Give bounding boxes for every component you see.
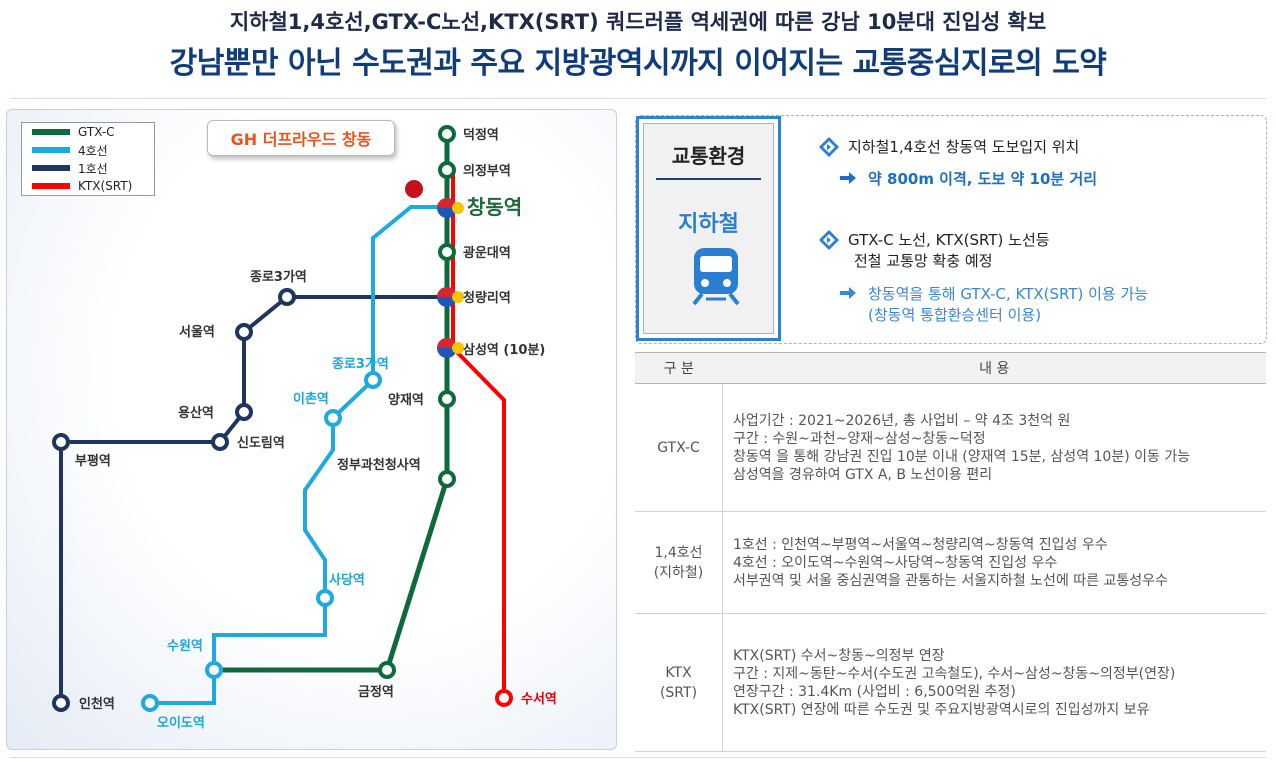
station-yangjae bbox=[438, 390, 456, 408]
row-content: 1호선 : 인천역~부평역~서울역~청량리역~창동역 진입성 우수 4호선 : … bbox=[722, 511, 1266, 614]
card-subtitle: 지하철 bbox=[678, 212, 739, 237]
sub-walk-distance: 약 800m 이격, 도보 약 10분 거리 bbox=[840, 168, 1097, 189]
station-incheon bbox=[52, 694, 70, 712]
table-row: KTX (SRT) KTX(SRT) 수서~창동~의정부 연장 구간 : 지제~… bbox=[635, 613, 1266, 752]
label-bupyeong: 부평역 bbox=[75, 453, 111, 469]
legend-item-line1: 1호선 bbox=[22, 159, 154, 177]
row-content: 사업기간 : 2021~2026년, 총 사업비 – 약 4조 3천억 원 구간… bbox=[722, 383, 1266, 512]
label-changdong: 창동역 bbox=[467, 195, 522, 219]
label-yangjae: 양재역 bbox=[388, 392, 424, 408]
transit-table: 구 분 내 용 GTX-C 사업기간 : 2021~2026년, 총 사업비 –… bbox=[635, 352, 1266, 752]
row-category: GTX-C bbox=[635, 383, 723, 512]
label-ichon: 이촌역 bbox=[293, 391, 329, 407]
label-sindorim: 신도림역 bbox=[237, 435, 285, 451]
diamond-arrow-icon bbox=[819, 230, 839, 250]
subway-map: 덕정역 의정부역 창동역 광운대역 청량리역 삼성역 (10분) 양재역 정부과… bbox=[6, 109, 617, 750]
legend-item-gtx-c: GTX-C bbox=[22, 123, 154, 141]
top-divider bbox=[10, 98, 1266, 99]
site-marker bbox=[405, 180, 423, 198]
label-gwacheon: 정부과천청사역 bbox=[337, 457, 421, 473]
sub-transfer: 창동역을 통해 GTX-C, KTX(SRT) 이용 가능 (창동역 통합환승센… bbox=[840, 283, 1148, 325]
station-bupyeong bbox=[52, 433, 70, 451]
table-header: 구 분 내 용 bbox=[635, 352, 1266, 384]
label-jongno3-line4: 종로3가역 bbox=[332, 356, 389, 372]
row-category: 1,4호선 (지하철) bbox=[635, 511, 723, 614]
label-samseong: 삼성역 (10분) bbox=[463, 342, 545, 358]
ktx-route bbox=[451, 170, 506, 698]
station-sadang bbox=[316, 589, 334, 607]
label-seoul: 서울역 bbox=[179, 324, 215, 340]
headline-main: 강남뿐만 아닌 수도권과 주요 지방광역시까지 이어지는 교통중심지로의 도약 bbox=[169, 46, 1107, 81]
label-jongno3-line1: 종로3가역 bbox=[250, 269, 307, 285]
station-gwacheon bbox=[438, 470, 456, 488]
card-divider bbox=[656, 178, 761, 180]
station-uijeongbu bbox=[438, 161, 456, 179]
label-deokjeong: 덕정역 bbox=[463, 127, 499, 143]
bullet-walk: 지하철1,4호선 창동역 도보입지 위치 bbox=[818, 136, 1079, 158]
label-suwon: 수원역 bbox=[167, 638, 203, 654]
table-row: GTX-C 사업기간 : 2021~2026년, 총 사업비 – 약 4조 3천… bbox=[635, 383, 1266, 512]
station-seoul bbox=[235, 323, 253, 341]
header-category: 구 분 bbox=[635, 352, 723, 384]
station-oido bbox=[141, 694, 159, 712]
station-suseo bbox=[495, 689, 513, 707]
station-yongsan bbox=[235, 403, 253, 421]
station-jongno3-line4 bbox=[364, 371, 382, 389]
label-incheon: 인천역 bbox=[79, 696, 115, 712]
label-yongsan: 용산역 bbox=[178, 405, 214, 421]
label-cheongnyangni: 청량리역 bbox=[463, 290, 511, 306]
station-cheongnyangni bbox=[437, 287, 464, 307]
label-uijeongbu: 의정부역 bbox=[463, 163, 511, 179]
label-oido: 오이도역 bbox=[157, 715, 205, 731]
arrow-right-icon bbox=[840, 287, 856, 299]
station-suwon bbox=[205, 661, 223, 679]
transit-panel: 교통환경 지하철 지하철1,4호선 창동역 도보입지 위치 약 800m bbox=[635, 115, 1267, 344]
headline-top: 지하철1,4호선,GTX-C노선,KTX(SRT) 쿼드러플 역세권에 따른 강… bbox=[229, 10, 1047, 34]
legend-item-line4: 4호선 bbox=[22, 141, 154, 159]
train-icon bbox=[692, 248, 740, 306]
header-content: 내 용 bbox=[722, 352, 1266, 384]
station-ichon bbox=[324, 409, 342, 427]
label-suseo: 수서역 bbox=[521, 691, 557, 707]
route-diagram: 덕정역 의정부역 창동역 광운대역 청량리역 삼성역 (10분) 양재역 정부과… bbox=[52, 125, 557, 731]
line1-route bbox=[59, 295, 448, 703]
station-sindorim bbox=[211, 433, 229, 451]
bullet-expansion: GTX-C 노선, KTX(SRT) 노선등 전철 교통망 확충 예정 bbox=[818, 229, 1050, 271]
line4-route bbox=[150, 205, 446, 705]
arrow-right-icon bbox=[840, 172, 856, 184]
map-legend: GTX-C 4호선 1호선 KTX(SRT) bbox=[21, 122, 155, 196]
site-callout: GH 더프라우드 창동 bbox=[207, 120, 395, 156]
label-sadang: 사당역 bbox=[329, 572, 365, 588]
station-changdong bbox=[437, 198, 464, 218]
row-category: KTX (SRT) bbox=[635, 613, 723, 752]
station-samseong bbox=[437, 338, 464, 358]
station-jongno3-line1 bbox=[278, 288, 296, 306]
station-deokjeong bbox=[438, 125, 456, 143]
transit-card: 교통환경 지하철 bbox=[636, 116, 781, 341]
legend-item-ktx: KTX(SRT) bbox=[22, 177, 154, 195]
label-gwangun: 광운대역 bbox=[463, 245, 511, 261]
bottom-divider bbox=[10, 757, 1266, 758]
table-row: 1,4호선 (지하철) 1호선 : 인천역~부평역~서울역~청량리역~창동역 진… bbox=[635, 511, 1266, 614]
station-gwangun bbox=[438, 243, 456, 261]
label-geumjeong: 금정역 bbox=[358, 684, 394, 700]
station-geumjeong bbox=[378, 661, 396, 679]
card-title: 교통환경 bbox=[671, 144, 746, 168]
row-content: KTX(SRT) 수서~창동~의정부 연장 구간 : 지제~동탄~수서(수도권 … bbox=[722, 613, 1266, 752]
diamond-arrow-icon bbox=[819, 137, 839, 157]
